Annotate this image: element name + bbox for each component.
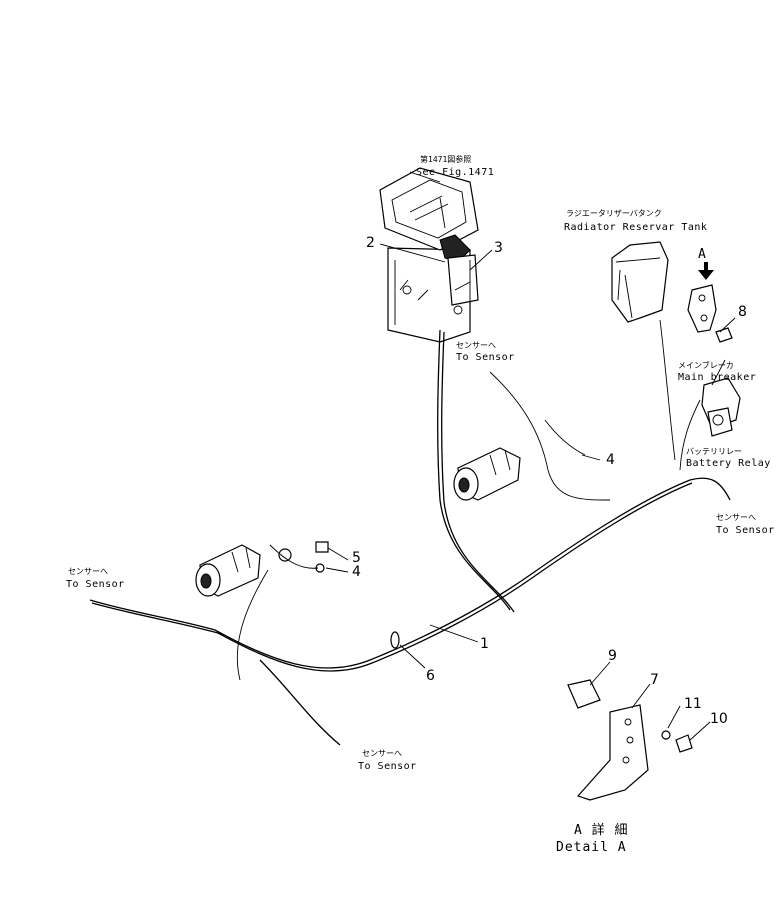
callout-11: 11 bbox=[684, 696, 702, 712]
callout-8: 8 bbox=[738, 304, 747, 320]
starter-motor-left bbox=[195, 541, 329, 597]
fig-ref-jp: 第1471図参照 bbox=[420, 154, 471, 164]
callout-7: 7 bbox=[650, 672, 659, 688]
sensor-label-right-en: To Sensor bbox=[716, 525, 775, 536]
control-box-assembly bbox=[379, 167, 479, 343]
callout-4-upper: 4 bbox=[606, 452, 615, 468]
tank-label-en: Radiator Reservar Tank bbox=[564, 222, 707, 233]
radiator-reservoir-tank bbox=[611, 241, 669, 323]
callout-10: 10 bbox=[710, 711, 728, 727]
callout-3: 3 bbox=[494, 240, 503, 256]
breaker-label-jp: メインブレーカ bbox=[678, 360, 734, 370]
callout-4-lower: 4 bbox=[352, 564, 361, 580]
fig-ref-en: See Fig.1471 bbox=[416, 167, 494, 178]
sensor-label-bottom-en: To Sensor bbox=[358, 761, 417, 772]
main-breaker bbox=[701, 377, 741, 437]
clamp-6 bbox=[390, 631, 400, 649]
sensor-label-left-en: To Sensor bbox=[66, 579, 125, 590]
relay-label-en: Battery Relay bbox=[686, 458, 771, 469]
detail-a-bracket bbox=[567, 679, 693, 801]
leader-lines bbox=[325, 171, 736, 741]
sensor-label-top-jp: センサーへ bbox=[456, 341, 496, 350]
sensor-label-left-jp: センサーへ bbox=[68, 567, 108, 576]
breaker-label-en: Main breaker bbox=[678, 372, 756, 383]
detail-a-label-jp: A 詳 細 bbox=[574, 822, 628, 838]
tank-label-jp: ラジエータリザーバタンク bbox=[566, 209, 662, 218]
detail-a-label-en: Detail A bbox=[556, 840, 627, 855]
callout-5: 5 bbox=[352, 550, 361, 566]
sensor-label-top-en: To Sensor bbox=[456, 352, 515, 363]
callout-9: 9 bbox=[608, 648, 617, 664]
starter-motor-center bbox=[453, 447, 521, 501]
relay-label-jp: バッテリリレー bbox=[686, 447, 742, 456]
sensor-label-bottom-jp: センサーへ bbox=[362, 749, 402, 758]
mount-bracket-a bbox=[687, 262, 733, 343]
sensor-label-right-jp: センサーへ bbox=[716, 513, 756, 522]
wiring-harness bbox=[89, 319, 731, 746]
callout-6: 6 bbox=[426, 668, 435, 684]
callout-1: 1 bbox=[480, 636, 489, 652]
callout-2: 2 bbox=[366, 235, 375, 251]
arrow-a-label: A bbox=[698, 247, 707, 262]
